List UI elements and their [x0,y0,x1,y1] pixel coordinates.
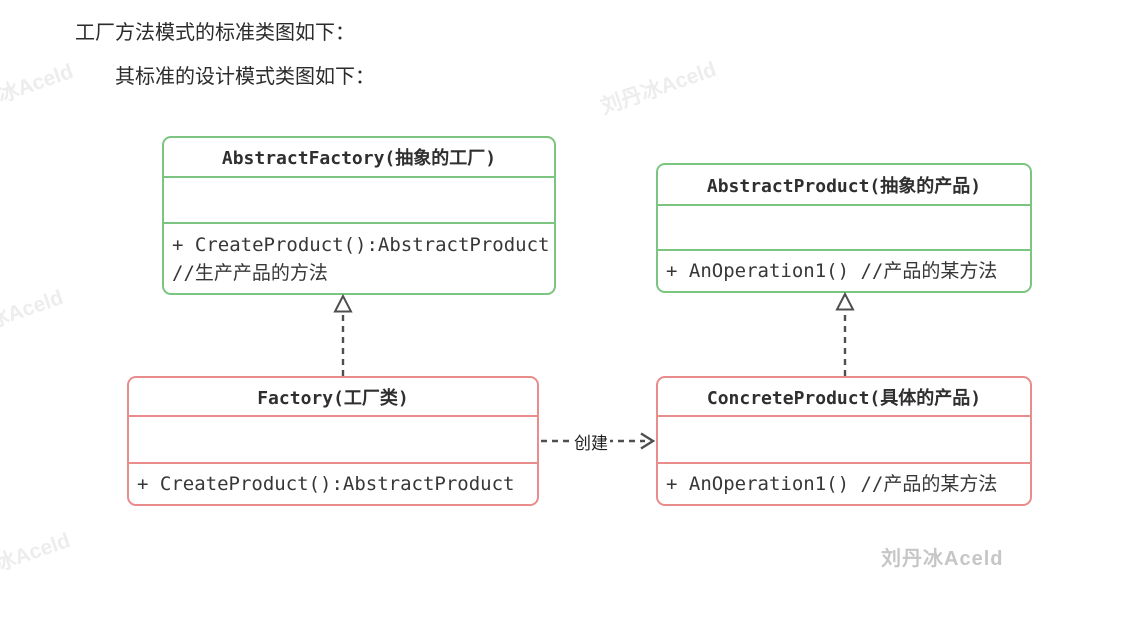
hollow-triangle-icon [835,291,855,311]
class-factory: Factory(工厂类) + CreateProduct():AbstractP… [127,376,539,506]
watermark-text: 刘丹冰Aceld [598,57,720,119]
method-line: + AnOperation1() //产品的某方法 [666,473,998,495]
class-attributes [129,417,537,464]
method-line: + AnOperation1() //产品的某方法 [666,260,998,282]
watermark-text: 刘丹冰Aceld [0,285,67,347]
class-title: Factory(工厂类) [129,378,537,417]
class-title: AbstractProduct(抽象的产品) [658,165,1030,206]
watermark-text: 刘丹冰Aceld [0,528,74,590]
class-concrete-product: ConcreteProduct(具体的产品) + AnOperation1() … [656,376,1032,506]
create-arrow-label: 创建 [572,429,610,454]
class-attributes [658,417,1030,464]
heading-line-2: 其标准的设计模式类图如下： [115,66,375,88]
heading-line-1: 工厂方法模式的标准类图如下： [75,22,355,44]
class-attributes [164,178,554,224]
class-abstract-product: AbstractProduct(抽象的产品) + AnOperation1() … [656,163,1032,293]
watermark-text: 刘丹冰Aceld [0,59,77,121]
class-methods: + AnOperation1() //产品的某方法 [658,251,1030,291]
author-signature: 刘丹冰Aceld [881,548,1004,570]
generalization-arrow-factory [333,293,353,376]
class-title: ConcreteProduct(具体的产品) [658,378,1030,417]
method-comment: //生产产品的方法 [172,261,328,284]
generalization-arrow-product [835,291,855,376]
class-methods: + CreateProduct():AbstractProduct //生产产品… [164,224,554,293]
class-abstract-factory: AbstractFactory(抽象的工厂) + CreateProduct()… [162,136,556,295]
class-methods: + CreateProduct():AbstractProduct [129,464,537,504]
class-title: AbstractFactory(抽象的工厂) [164,138,554,178]
method-line: + CreateProduct():AbstractProduct [137,473,515,495]
class-methods: + AnOperation1() //产品的某方法 [658,464,1030,504]
open-arrowhead-icon [640,432,656,450]
hollow-triangle-icon [333,293,353,313]
method-line: + CreateProduct():AbstractProduct [172,233,550,256]
class-attributes [658,206,1030,251]
